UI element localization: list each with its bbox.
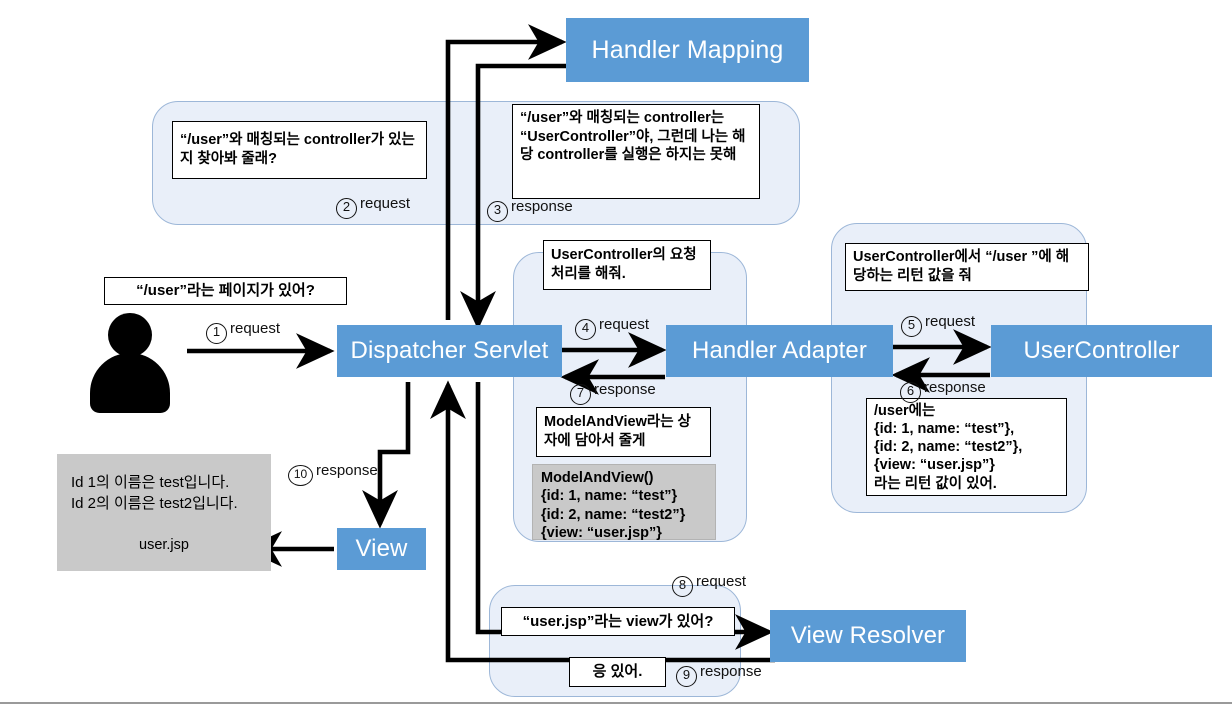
note-adapter-request: UserController의 요청 처리를 해줘. bbox=[543, 240, 711, 290]
note-controller-request-text: UserController에서 “/user ”에 해당하는 리턴 값을 줘 bbox=[853, 249, 1070, 284]
node-user-controller[interactable]: UserController bbox=[991, 325, 1212, 377]
rendered-page-filename: user.jsp bbox=[57, 537, 271, 553]
note-resolver-response: 응 있어. bbox=[569, 657, 666, 687]
rendered-page-filename-text: user.jsp bbox=[139, 537, 189, 553]
rendered-page-preview: Id 1의 이름은 test입니다. Id 2의 이름은 test2입니다. u… bbox=[57, 454, 271, 571]
controller-return-line-1: {id: 1, name: “test”}, bbox=[874, 421, 1015, 438]
step-text-4: request bbox=[599, 316, 650, 333]
step-text-8: request bbox=[696, 573, 747, 590]
node-handler-adapter[interactable]: Handler Adapter bbox=[666, 325, 893, 377]
step-text-6: response bbox=[924, 379, 986, 396]
note-resolver-response-text: 응 있어. bbox=[592, 663, 643, 681]
client-label-text: Client bbox=[110, 396, 150, 413]
note-mapping-request: “/user”와 매칭되는 controller가 있는지 찾아봐 줄래? bbox=[172, 121, 427, 179]
node-view[interactable]: View bbox=[337, 528, 426, 570]
step-number-3: 3 bbox=[487, 201, 508, 222]
note-adapter-response: ModelAndView라는 상자에 담아서 줄게 bbox=[536, 407, 711, 457]
step-text-10: response bbox=[316, 462, 378, 479]
node-dispatcher-servlet[interactable]: Dispatcher Servlet bbox=[337, 325, 562, 377]
rendered-page-line-0: Id 1의 이름은 test입니다. bbox=[71, 474, 230, 491]
note-client-question: “/user”라는 페이지가 있어? bbox=[104, 277, 347, 305]
rendered-page-lines: Id 1의 이름은 test입니다. Id 2의 이름은 test2입니다. bbox=[71, 472, 238, 515]
note-controller-request: UserController에서 “/user ”에 해당하는 리턴 값을 줘 bbox=[845, 243, 1089, 291]
note-mapping-request-text: “/user”와 매칭되는 controller가 있는지 찾아봐 줄래? bbox=[180, 132, 415, 167]
model-and-view-line-1: {id: 1, name: “test”} bbox=[541, 488, 678, 505]
step-number-8: 8 bbox=[672, 576, 693, 597]
model-and-view-payload: ModelAndView() {id: 1, name: “test”} {id… bbox=[532, 464, 716, 541]
step-text-9: response bbox=[700, 663, 762, 680]
node-view-resolver-label: View Resolver bbox=[790, 622, 946, 649]
controller-return-line-2: {id: 2, name: “test2”}, bbox=[874, 439, 1023, 456]
step-number-9: 9 bbox=[676, 666, 697, 687]
note-resolver-request: “user.jsp”라는 view가 있어? bbox=[501, 607, 735, 636]
step-text-5: request bbox=[925, 313, 976, 330]
node-view-label: View bbox=[355, 535, 408, 562]
note-resolver-request-text: “user.jsp”라는 view가 있어? bbox=[522, 612, 714, 630]
controller-return-line-0: /user에는 bbox=[874, 403, 936, 419]
note-adapter-request-text: UserController의 요청 처리를 해줘. bbox=[551, 247, 697, 282]
model-and-view-line-2: {id: 2, name: “test2”} bbox=[541, 506, 686, 523]
note-controller-return: /user에는 {id: 1, name: “test”}, {id: 2, n… bbox=[866, 398, 1067, 496]
controller-return-line-4: 라는 리턴 값이 있어. bbox=[874, 475, 997, 492]
node-handler-adapter-label: Handler Adapter bbox=[692, 337, 867, 364]
bottom-divider bbox=[0, 702, 1232, 712]
step-number-5: 5 bbox=[901, 316, 922, 337]
rendered-page-line-1: Id 2의 이름은 test2입니다. bbox=[71, 495, 238, 513]
step-number-7: 7 bbox=[570, 384, 591, 405]
step-text-1: request bbox=[230, 320, 281, 337]
note-mapping-response-text: “/user”와 매칭되는 controller는 “UserControlle… bbox=[520, 110, 746, 164]
step-number-4: 4 bbox=[575, 319, 596, 340]
note-client-question-text: “/user”라는 페이지가 있어? bbox=[136, 282, 315, 300]
step-number-6: 6 bbox=[900, 382, 921, 403]
step-number-2: 2 bbox=[336, 198, 357, 219]
step-number-10: 10 bbox=[288, 465, 313, 486]
model-and-view-line-3: {view: “user.jsp”} bbox=[541, 524, 662, 541]
node-handler-mapping-label: Handler Mapping bbox=[591, 35, 784, 64]
controller-return-line-3: {view: “user.jsp”} bbox=[874, 457, 995, 474]
avatar-body-icon bbox=[90, 353, 170, 413]
model-and-view-line-0: ModelAndView() bbox=[541, 470, 654, 486]
step-number-1: 1 bbox=[206, 323, 227, 344]
client-label: Client bbox=[82, 396, 178, 413]
node-handler-mapping[interactable]: Handler Mapping bbox=[566, 18, 809, 82]
avatar-head-icon bbox=[108, 313, 152, 357]
step-text-3: response bbox=[511, 198, 573, 215]
node-view-resolver[interactable]: View Resolver bbox=[770, 610, 966, 662]
note-adapter-response-text: ModelAndView라는 상자에 담아서 줄게 bbox=[544, 414, 691, 449]
step-text-7: response bbox=[594, 381, 656, 398]
step-text-2: request bbox=[360, 195, 411, 212]
client-avatar bbox=[82, 313, 178, 413]
node-dispatcher-servlet-label: Dispatcher Servlet bbox=[350, 337, 549, 364]
node-user-controller-label: UserController bbox=[1023, 337, 1180, 364]
note-mapping-response: “/user”와 매칭되는 controller는 “UserControlle… bbox=[512, 104, 760, 199]
